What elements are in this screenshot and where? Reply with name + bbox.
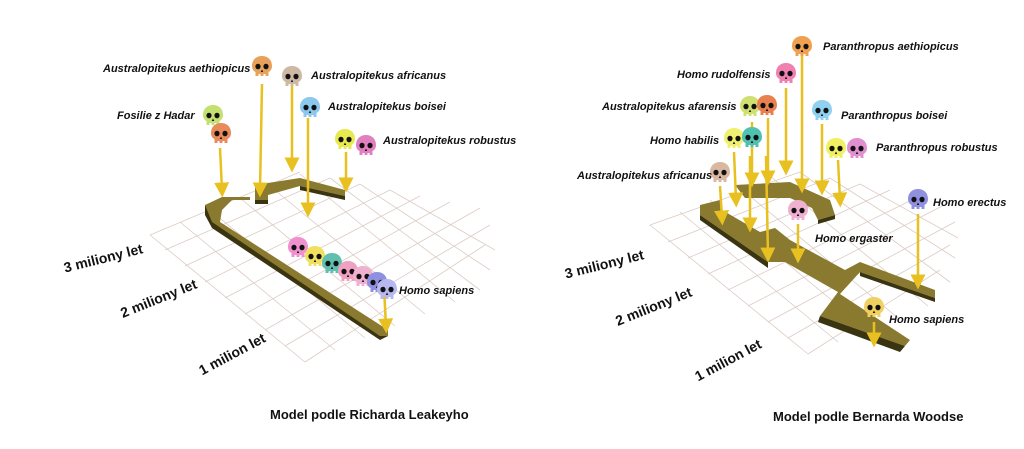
label-australopitekus-africanus-right: Australopitekus africanus — [577, 170, 713, 182]
skull-icon — [862, 296, 886, 320]
skull-icon — [333, 128, 357, 152]
skull-icon — [375, 278, 399, 302]
label-homo-sapiens-left: Homo sapiens — [399, 285, 475, 297]
skull-icon — [824, 137, 848, 161]
skull-icon — [740, 126, 764, 150]
label-australopitekus-afarensis: Australopitekus afarensis — [602, 101, 737, 113]
skull-icon — [354, 134, 378, 158]
right-arrows — [714, 56, 926, 348]
skull-icon — [790, 35, 814, 59]
skull-icon — [786, 199, 810, 223]
skull-icon — [250, 55, 274, 79]
skull-icon — [708, 161, 732, 185]
skull-icon — [738, 95, 762, 119]
skull-icon — [298, 96, 322, 120]
label-homo-erectus: Homo erectus — [933, 197, 1007, 209]
skull-icon — [303, 245, 327, 269]
label-homo-ergaster: Homo ergaster — [815, 233, 893, 245]
label-paranthropus-boisei: Paranthropus boisei — [841, 110, 948, 122]
skull-icon — [774, 62, 798, 86]
label-australopitekus-boisei: Australopitekus boisei — [328, 101, 446, 113]
caption-right: Model podle Bernarda Woodse — [773, 409, 964, 424]
skull-icon — [286, 236, 310, 260]
label-australopitekus-aethiopicus: Australopitekus aethiopicus — [103, 63, 251, 75]
label-paranthropus-robustus: Paranthropus robustus — [876, 142, 998, 154]
label-australopitekus-africanus: Australopitekus africanus — [311, 70, 447, 82]
left-branches — [205, 178, 388, 340]
skull-icon — [209, 122, 233, 146]
label-fosilie-z-hadar: Fosilie z Hadar — [117, 110, 195, 122]
label-homo-sapiens-right: Homo sapiens — [889, 314, 965, 326]
label-australopitekus-robustus: Australopitekus robustus — [383, 135, 517, 147]
skull-icon — [755, 94, 779, 118]
label-paranthropus-aethiopicus: Paranthropus aethiopicus — [823, 41, 959, 53]
skull-icon — [280, 65, 304, 89]
skull-icon — [810, 99, 834, 123]
skull-icon — [201, 104, 225, 128]
caption-left: Model podle Richarda Leakeyho — [270, 407, 469, 422]
skull-icon — [722, 127, 746, 151]
skull-icon — [845, 137, 869, 161]
right-branches — [700, 182, 935, 352]
label-homo-habilis: Homo habilis — [650, 135, 720, 147]
label-homo-rudolfensis: Homo rudolfensis — [677, 69, 771, 81]
skull-icon — [906, 188, 930, 212]
skull-icon — [320, 252, 344, 276]
left-arrows — [214, 83, 394, 334]
